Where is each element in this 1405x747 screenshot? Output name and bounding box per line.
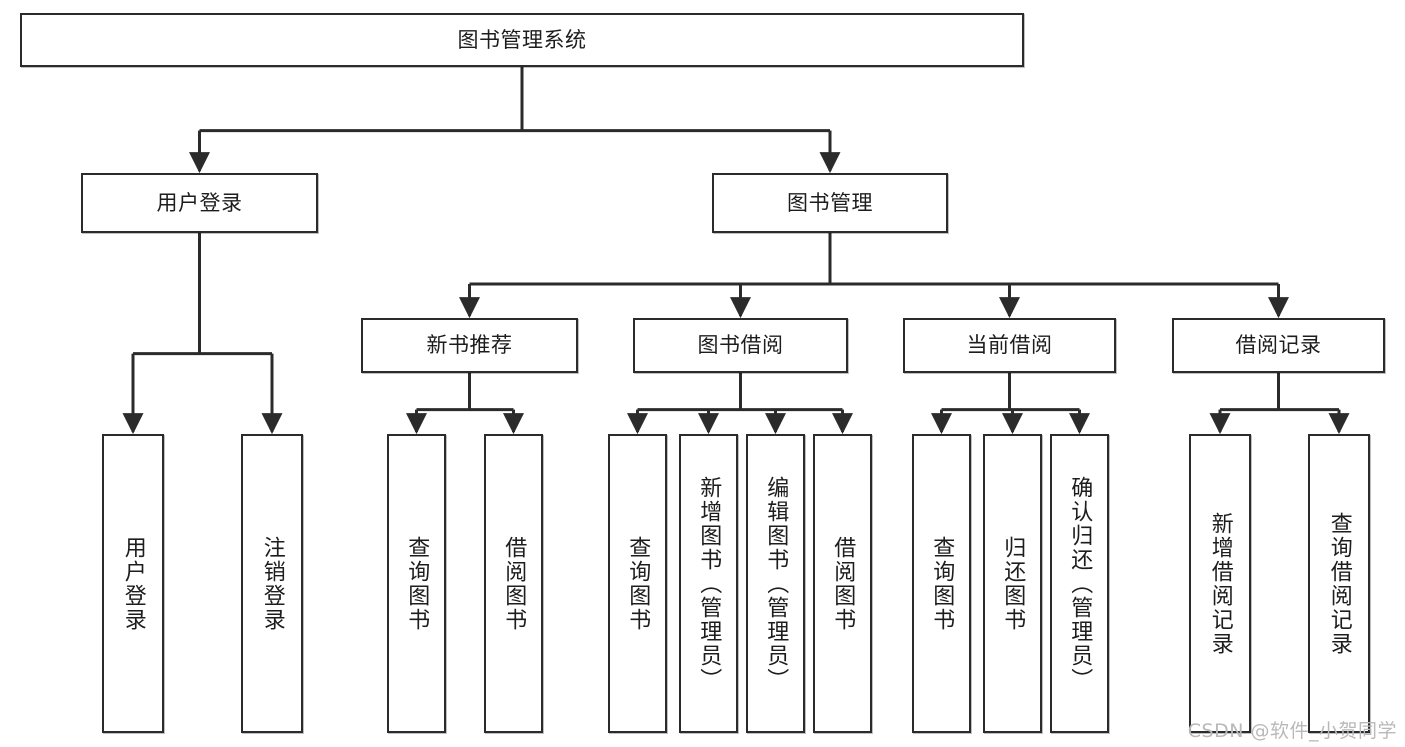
node-label: 查询借阅记录 <box>1326 511 1352 656</box>
edge-bus-user-login <box>133 233 272 356</box>
edge-bus-new-book-rec <box>416 373 514 412</box>
edge-bus-root <box>199 67 830 133</box>
node-leaf-add-book[interactable]: 新增图书（管理员） <box>679 434 738 733</box>
node-leaf-return[interactable]: 归还图书 <box>983 434 1042 733</box>
node-label: 查询图书 <box>404 535 430 632</box>
edge-bus-book-manage <box>469 233 1279 286</box>
node-leaf-borrow-2[interactable]: 借阅图书 <box>813 434 872 733</box>
node-leaf-edit-book[interactable]: 编辑图书（管理员） <box>746 434 805 733</box>
edge-bus-borrow-record <box>1220 373 1339 412</box>
node-leaf-confirm[interactable]: 确认归还（管理员） <box>1050 434 1109 733</box>
edge-bus-current-borrow <box>941 373 1080 412</box>
node-label: 注销登录 <box>259 535 285 632</box>
node-label: 借阅图书 <box>830 535 856 632</box>
node-label: 借阅记录 <box>1235 333 1322 358</box>
node-book-borrow[interactable]: 图书借阅 <box>633 318 848 373</box>
node-borrow-record[interactable]: 借阅记录 <box>1172 318 1385 373</box>
node-label: 查询图书 <box>929 535 955 632</box>
node-leaf-query-3[interactable]: 查询图书 <box>912 434 971 733</box>
node-label: 新书推荐 <box>426 333 513 358</box>
node-label: 新增借阅记录 <box>1207 511 1233 656</box>
edge-bus-book-borrow <box>637 373 843 412</box>
watermark-text: CSDN @软件_小贺同学 <box>1187 720 1397 742</box>
node-label: 图书管理系统 <box>457 27 587 52</box>
node-root[interactable]: 图书管理系统 <box>20 13 1024 67</box>
node-label: 编辑图书（管理员） <box>763 475 789 692</box>
node-leaf-user-login[interactable]: 用户登录 <box>102 434 164 733</box>
node-leaf-query-1[interactable]: 查询图书 <box>387 434 446 733</box>
node-book-manage[interactable]: 图书管理 <box>712 173 948 233</box>
node-label: 图书借阅 <box>697 333 784 358</box>
node-label: 借阅图书 <box>501 535 527 632</box>
node-label: 归还图书 <box>1000 535 1026 632</box>
node-current-borrow[interactable]: 当前借阅 <box>903 318 1116 373</box>
node-leaf-add-rec[interactable]: 新增借阅记录 <box>1189 434 1251 733</box>
node-leaf-query-2[interactable]: 查询图书 <box>608 434 667 733</box>
node-label: 确认归还（管理员） <box>1067 475 1093 692</box>
node-leaf-borrow-1[interactable]: 借阅图书 <box>484 434 543 733</box>
node-label: 新增图书（管理员） <box>696 475 722 692</box>
node-label: 查询图书 <box>625 535 651 632</box>
node-label: 用户登录 <box>120 535 146 632</box>
node-leaf-query-rec[interactable]: 查询借阅记录 <box>1308 434 1370 733</box>
node-new-book-rec[interactable]: 新书推荐 <box>361 318 578 373</box>
node-label: 用户登录 <box>156 190 243 215</box>
node-label: 图书管理 <box>787 190 873 215</box>
node-leaf-logout[interactable]: 注销登录 <box>241 434 303 733</box>
node-label: 当前借阅 <box>966 333 1053 358</box>
node-user-login[interactable]: 用户登录 <box>81 173 318 233</box>
